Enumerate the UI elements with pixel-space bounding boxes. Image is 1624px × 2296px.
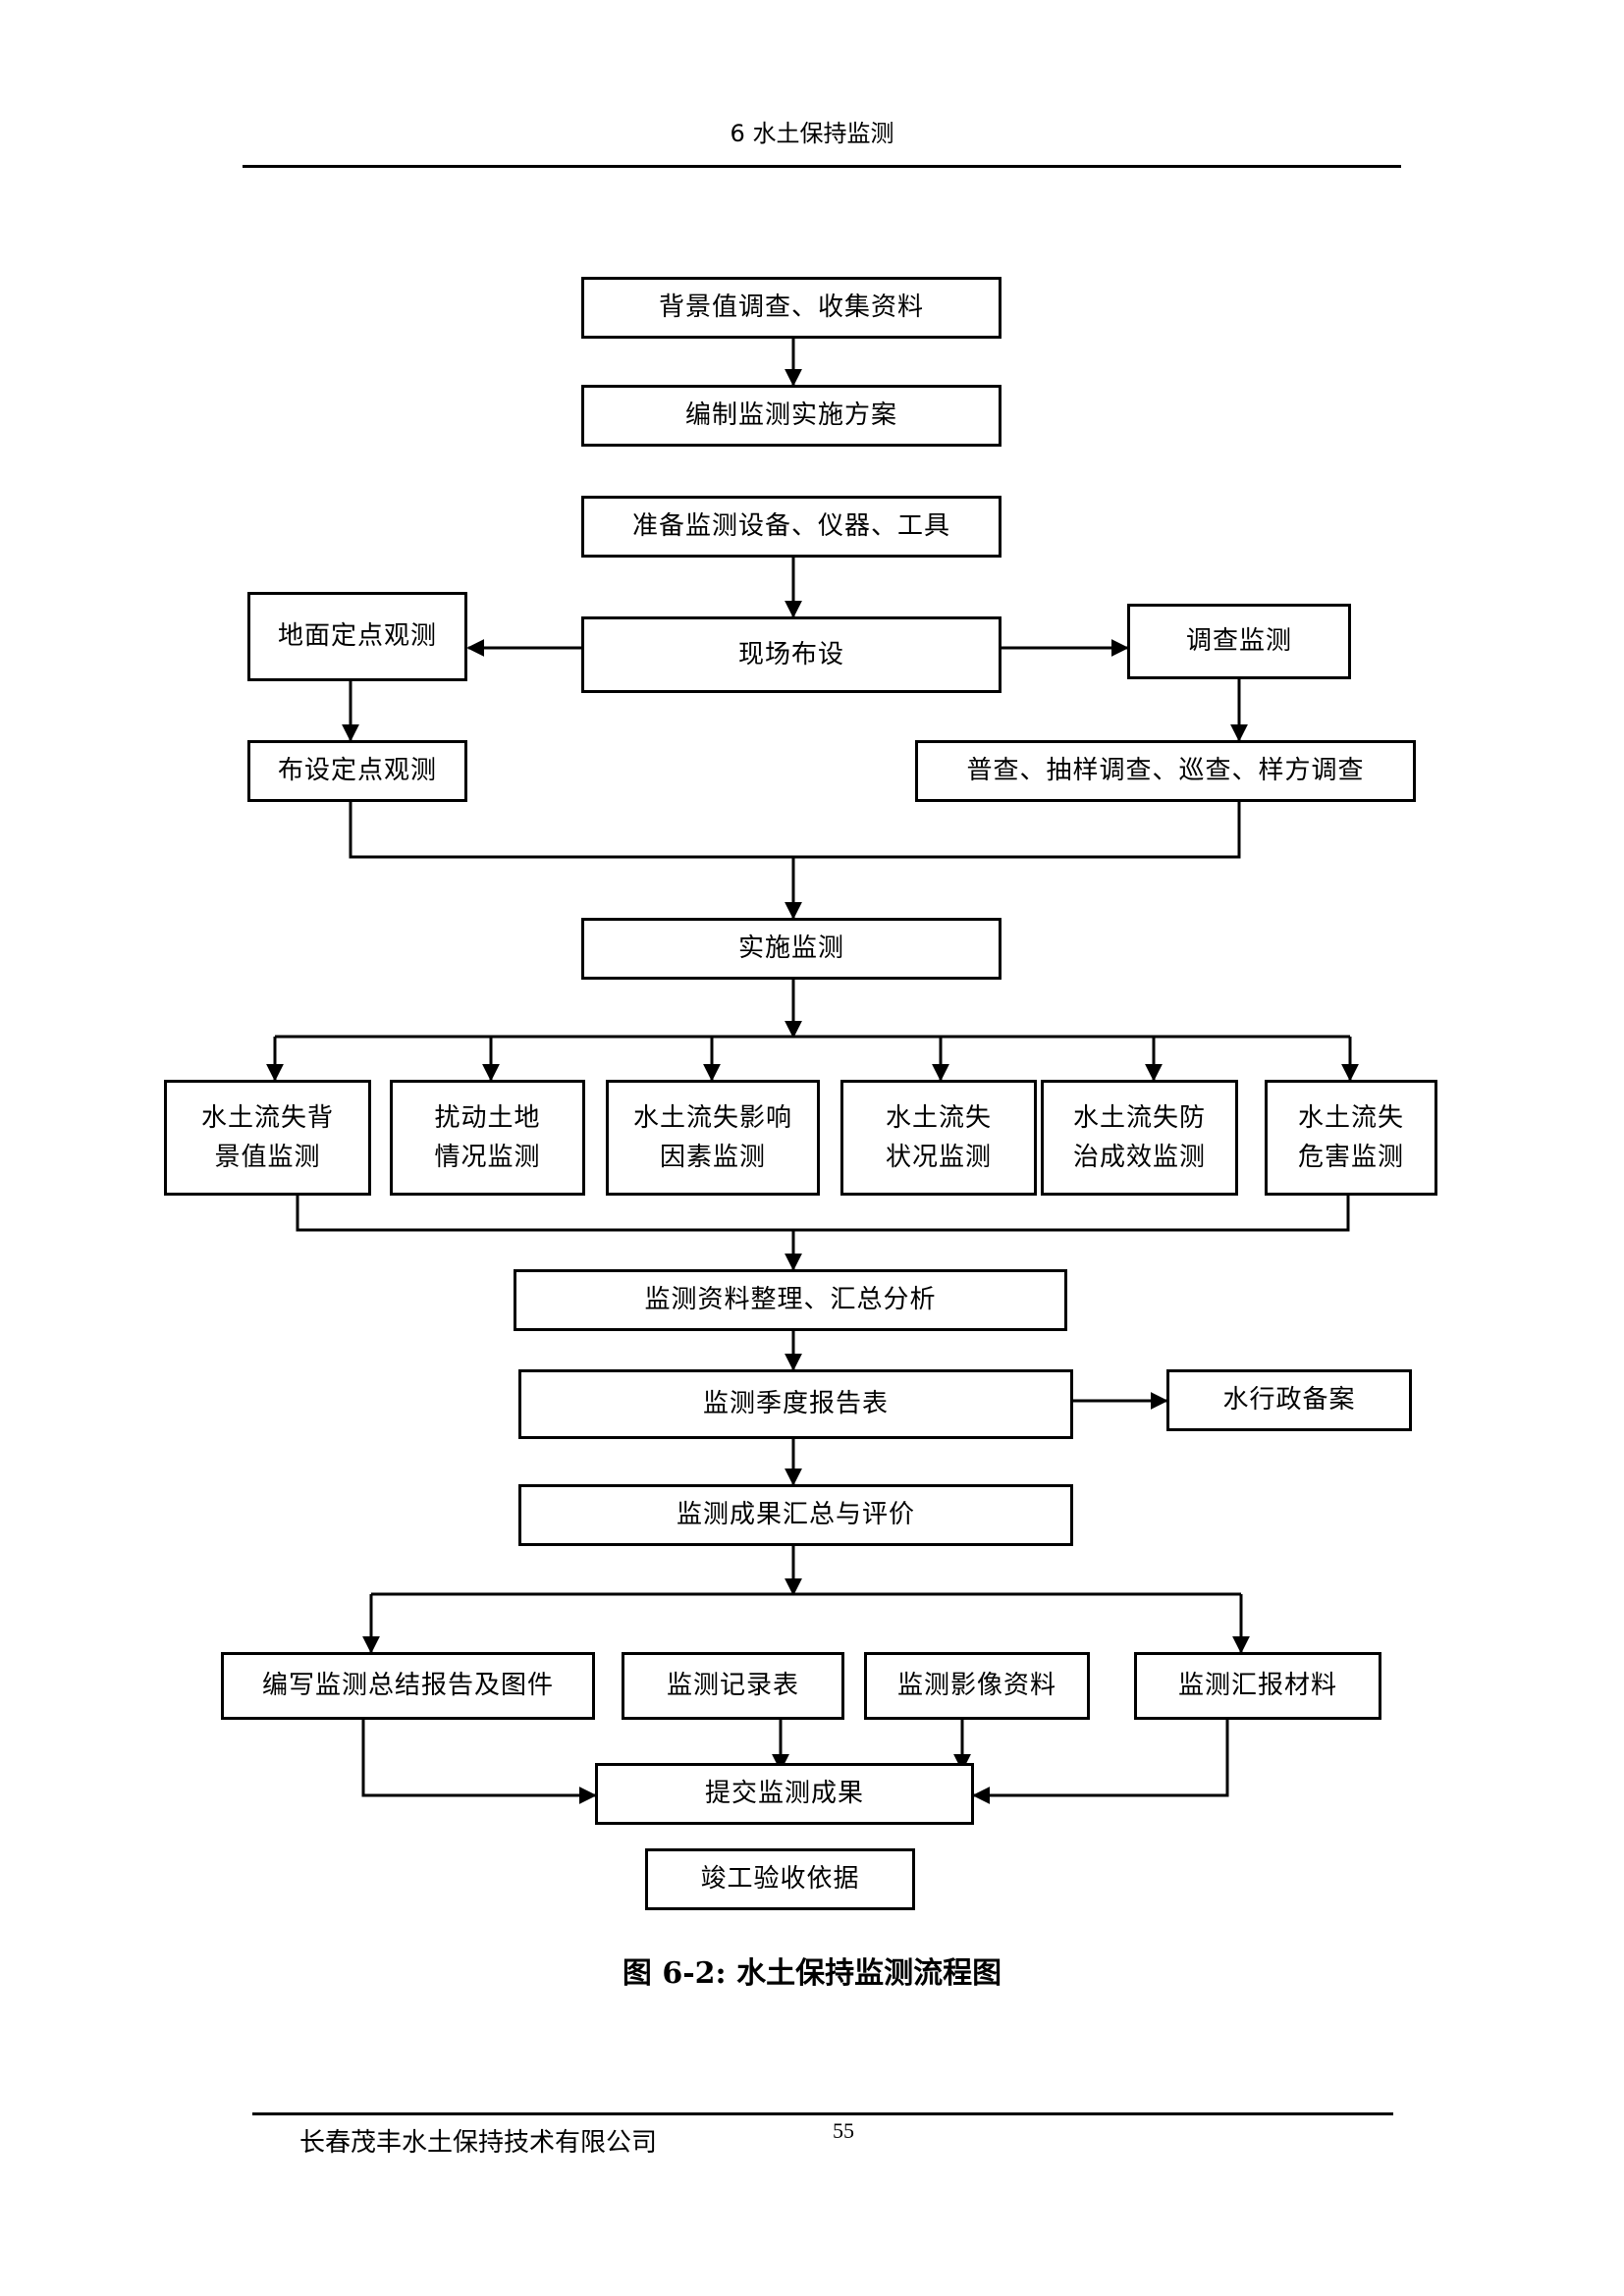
box-label: 监测成果汇总与评价 xyxy=(676,1500,915,1530)
box-label: 情况监测 xyxy=(434,1143,541,1172)
box-label: 治成效监测 xyxy=(1072,1143,1206,1172)
merge-line-left-right xyxy=(349,802,1241,859)
box-label: 景值监测 xyxy=(214,1143,321,1172)
box-monitoring-plan: 编制监测实施方案 xyxy=(581,385,1001,447)
box-label: 监测季度报告表 xyxy=(702,1389,889,1419)
box-implement-monitoring: 实施监测 xyxy=(581,918,1001,980)
box-label: 普查、抽样调查、巡查、样方调查 xyxy=(966,756,1365,786)
box-label: 现场布设 xyxy=(737,639,844,669)
box-acceptance-basis: 竣工验收依据 xyxy=(645,1848,915,1910)
box-label: 编写监测总结报告及图件 xyxy=(261,1671,554,1701)
box-label: 水行政备案 xyxy=(1222,1385,1356,1415)
box-label: 水土流失影响 xyxy=(632,1102,792,1133)
box-output-images: 监测影像资料 xyxy=(864,1652,1090,1720)
box-ground-observation: 地面定点观测 xyxy=(247,592,467,681)
box-item-status: 水土流失状况监测 xyxy=(840,1080,1037,1196)
box-label: 危害监测 xyxy=(1297,1143,1404,1172)
box-output-report: 编写监测总结报告及图件 xyxy=(221,1652,595,1720)
box-background-survey: 背景值调查、收集资料 xyxy=(581,277,1001,339)
footer-company: 长春茂丰水土保持技术有限公司 xyxy=(299,2128,658,2158)
box-label: 调查监测 xyxy=(1185,626,1292,657)
box-label: 监测汇报材料 xyxy=(1177,1671,1337,1701)
box-label: 实施监测 xyxy=(737,934,844,964)
box-survey-methods: 普查、抽样调查、巡查、样方调查 xyxy=(915,740,1416,802)
box-survey-monitoring: 调查监测 xyxy=(1127,604,1351,679)
merge-items-line xyxy=(296,1196,1350,1232)
box-label: 布设定点观测 xyxy=(277,756,437,786)
page-header-title: 6 水土保持监测 xyxy=(730,120,894,147)
box-label: 水土流失 xyxy=(1297,1102,1404,1133)
box-label: 因素监测 xyxy=(659,1143,766,1172)
box-item-background: 水土流失背景值监测 xyxy=(164,1080,371,1196)
box-label: 状况监测 xyxy=(885,1143,992,1172)
box-results-summary: 监测成果汇总与评价 xyxy=(518,1484,1073,1546)
box-submit-results: 提交监测成果 xyxy=(595,1763,974,1825)
box-item-disturbed-land: 扰动土地情况监测 xyxy=(390,1080,585,1196)
arrow-output4-submit xyxy=(972,1720,1229,1804)
header-rule xyxy=(243,165,1401,168)
box-label: 编制监测实施方案 xyxy=(684,400,897,431)
box-site-setup: 现场布设 xyxy=(581,616,1001,693)
box-item-control-effect: 水土流失防治成效监测 xyxy=(1041,1080,1238,1196)
box-prepare-equipment: 准备监测设备、仪器、工具 xyxy=(581,496,1001,558)
arrow-output1-submit xyxy=(361,1720,597,1804)
box-output-records: 监测记录表 xyxy=(622,1652,844,1720)
box-label: 竣工验收依据 xyxy=(700,1864,860,1895)
box-water-admin-filing: 水行政备案 xyxy=(1166,1369,1412,1431)
page-number: 55 xyxy=(833,2118,854,2143)
box-label: 监测影像资料 xyxy=(896,1671,1056,1701)
box-quarterly-report: 监测季度报告表 xyxy=(518,1369,1073,1439)
box-label: 水土流失防 xyxy=(1072,1102,1206,1133)
box-label: 监测记录表 xyxy=(666,1671,799,1701)
figure-caption: 图 6-2: 水土保持监测流程图 xyxy=(622,1956,1002,1991)
box-item-hazard: 水土流失危害监测 xyxy=(1265,1080,1437,1196)
box-label: 提交监测成果 xyxy=(704,1779,864,1809)
box-label: 扰动土地 xyxy=(434,1102,541,1133)
box-label: 水土流失 xyxy=(885,1102,992,1133)
footer-rule xyxy=(252,2112,1393,2115)
box-label: 背景值调查、收集资料 xyxy=(658,293,924,323)
box-item-factors: 水土流失影响因素监测 xyxy=(606,1080,820,1196)
box-organize-data: 监测资料整理、汇总分析 xyxy=(514,1269,1067,1331)
box-output-presentation: 监测汇报材料 xyxy=(1134,1652,1381,1720)
box-label: 水土流失背 xyxy=(200,1102,334,1133)
box-ground-setup: 布设定点观测 xyxy=(247,740,467,802)
box-label: 监测资料整理、汇总分析 xyxy=(644,1285,937,1315)
box-label: 准备监测设备、仪器、工具 xyxy=(631,511,950,542)
box-label: 地面定点观测 xyxy=(277,621,437,652)
